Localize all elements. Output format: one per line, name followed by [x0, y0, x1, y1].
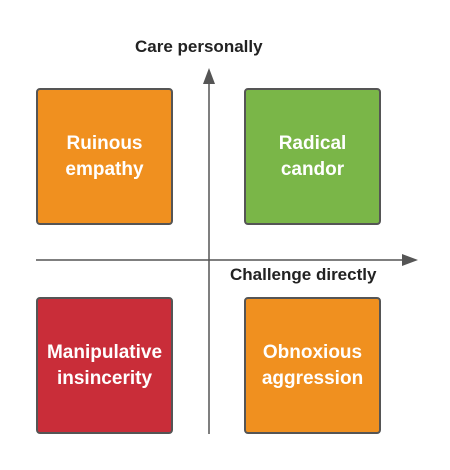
quadrant-label-line-2: empathy — [65, 158, 144, 180]
horizontal-axis-arrowhead — [402, 254, 418, 266]
quadrant-label-line-1: Manipulative — [46, 341, 163, 363]
vertical-axis-arrowhead — [203, 68, 215, 84]
quadrant-manipulative-insincerity: Manipulative insincerity — [36, 297, 173, 434]
quadrant-label-line-2: candor — [280, 158, 345, 180]
quadrant-label-line-1: Obnoxious — [262, 341, 363, 363]
x-axis-label: Challenge directly — [230, 265, 377, 284]
quadrant-obnoxious-aggression: Obnoxious aggression — [244, 297, 381, 434]
quadrant-label-line-1: Radical — [278, 132, 347, 154]
y-axis-label: Care personally — [135, 37, 263, 56]
quadrant-radical-candor: Radical candor — [244, 88, 381, 225]
quadrant-label-line-2: insincerity — [56, 367, 153, 389]
quadrant-label-line-1: Ruinous — [66, 132, 143, 154]
quadrant-ruinous-empathy: Ruinous empathy — [36, 88, 173, 225]
quadrant-label-line-2: aggression — [261, 367, 364, 389]
